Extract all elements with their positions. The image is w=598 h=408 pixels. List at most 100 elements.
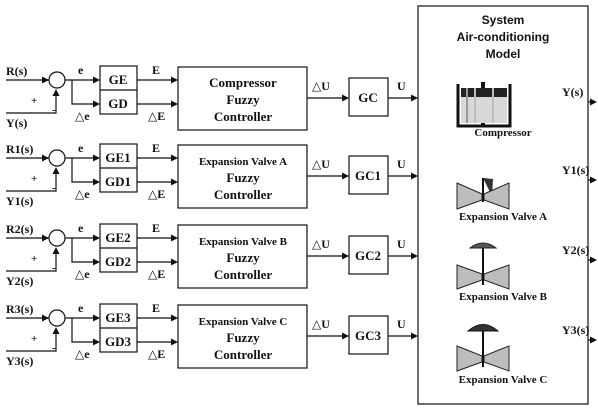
summing-junction (48, 309, 66, 327)
device-caption: Compressor (474, 127, 531, 139)
feedback-arrow (52, 167, 60, 174)
feedback-input-label: Y1(s) (6, 194, 33, 208)
reference-arrow (42, 76, 49, 84)
delta-u-arrow (342, 252, 349, 260)
error-gain-label: GE3 (105, 310, 131, 325)
fuzzy-controller-block (177, 144, 308, 209)
output-gain-label: GC (358, 90, 378, 105)
error-derivative-label: △e (75, 187, 90, 201)
summing-junction (48, 229, 66, 247)
controller-label: Controller (214, 347, 272, 362)
error-derivative-label: △e (75, 347, 90, 361)
error-label: e (78, 301, 84, 315)
output-arrow (590, 98, 597, 106)
output-gain-label: GC2 (355, 248, 381, 263)
delta-u-label: △U (312, 237, 330, 251)
scaled-derivative-arrow (171, 100, 178, 108)
error-derivative-arrow (93, 258, 100, 266)
minus-sign: - (52, 262, 56, 274)
delta-u-label: △U (312, 157, 330, 171)
summing-junction (48, 149, 66, 167)
error-gain-label: GE2 (105, 230, 130, 245)
output-arrow (590, 336, 597, 344)
minus-sign: - (52, 104, 56, 116)
control-signal-label: U (397, 237, 406, 251)
controller-label: Controller (214, 187, 272, 202)
feedback-input-label: Y(s) (6, 116, 27, 130)
controller-type-label: Fuzzy (226, 250, 260, 265)
derivative-gain-label: GD2 (105, 254, 131, 269)
delta-u-arrow (342, 332, 349, 340)
controller-name-label: Expansion Valve A (199, 156, 287, 168)
reference-input-label: R(s) (6, 64, 27, 78)
controller-type-label: Fuzzy (226, 92, 260, 107)
control-signal-label: U (397, 317, 406, 331)
plus-sign: + (31, 253, 37, 265)
reference-input-label: R1(s) (6, 142, 33, 156)
fuzzy-controller-block (177, 304, 308, 369)
error-derivative-wire (71, 80, 93, 105)
scaled-error-arrow (171, 234, 178, 242)
reference-arrow (42, 234, 49, 242)
control-signal-arrow (411, 332, 418, 340)
output-arrow (590, 176, 597, 184)
device-caption: Expansion Valve C (459, 374, 548, 386)
plus-sign: + (31, 333, 37, 345)
feedback-wire (6, 333, 57, 352)
output-gain-block (348, 235, 389, 275)
expansion-valve-a-icon (456, 178, 510, 210)
feedback-wire (6, 253, 57, 272)
error-label: e (78, 63, 84, 77)
scaled-error-label: E (152, 63, 160, 77)
derivative-gain-label: GD1 (105, 174, 131, 189)
output-gain-label: GC3 (355, 328, 382, 343)
error-label: e (78, 221, 84, 235)
error-derivative-label: △e (75, 267, 90, 281)
expansion-valve-b-icon (456, 242, 510, 290)
scaled-error-arrow (171, 154, 178, 162)
control-loops: R(s)Y(s)+-e△eGEGDE△ECompressorFuzzyContr… (6, 63, 597, 386)
controller-type-label: Fuzzy (226, 330, 260, 345)
error-derivative-arrow (93, 100, 100, 108)
minus-sign: - (52, 342, 56, 354)
reference-input-label: R2(s) (6, 222, 33, 236)
compressor-icon (456, 82, 512, 128)
output-gain-block (348, 77, 389, 117)
feedback-arrow (52, 247, 60, 254)
fuzzy-controller-block (177, 224, 308, 289)
fuzzy-controller-block (177, 66, 308, 131)
feedback-input-label: Y3(s) (6, 354, 33, 368)
control-signal-arrow (411, 172, 418, 180)
controller-label: Controller (214, 267, 272, 282)
device-caption: Expansion Valve B (459, 291, 548, 303)
scaled-error-label: E (152, 301, 160, 315)
controller-name-label: Compressor (209, 75, 277, 90)
error-arrow (93, 154, 100, 162)
system-output-label: Y2(s) (562, 243, 589, 257)
minus-sign: - (52, 182, 56, 194)
scaled-derivative-label: △E (148, 187, 165, 201)
reference-arrow (42, 154, 49, 162)
output-gain-block (348, 155, 389, 195)
delta-u-label: △U (312, 79, 330, 93)
output-gain-block (348, 315, 389, 355)
error-gain-label: GE (109, 72, 128, 87)
scaled-derivative-arrow (171, 258, 178, 266)
error-arrow (93, 76, 100, 84)
scaled-derivative-arrow (171, 338, 178, 346)
scaled-derivative-label: △E (148, 347, 165, 361)
reference-input-label: R3(s) (6, 302, 33, 316)
feedback-arrow (52, 89, 60, 96)
device-caption: Expansion Valve A (459, 211, 547, 223)
control-loop-1: R(s)Y(s)+-e△eGEGDE△ECompressorFuzzyContr… (6, 63, 597, 139)
error-derivative-wire (71, 158, 93, 183)
error-gain-label: GE1 (105, 150, 130, 165)
system-output-label: Y3(s) (562, 323, 589, 337)
controller-type-label: Fuzzy (226, 170, 260, 185)
scaled-error-arrow (171, 314, 178, 322)
feedback-input-label: Y2(s) (6, 274, 33, 288)
error-derivative-wire (71, 318, 93, 343)
error-label: e (78, 141, 84, 155)
